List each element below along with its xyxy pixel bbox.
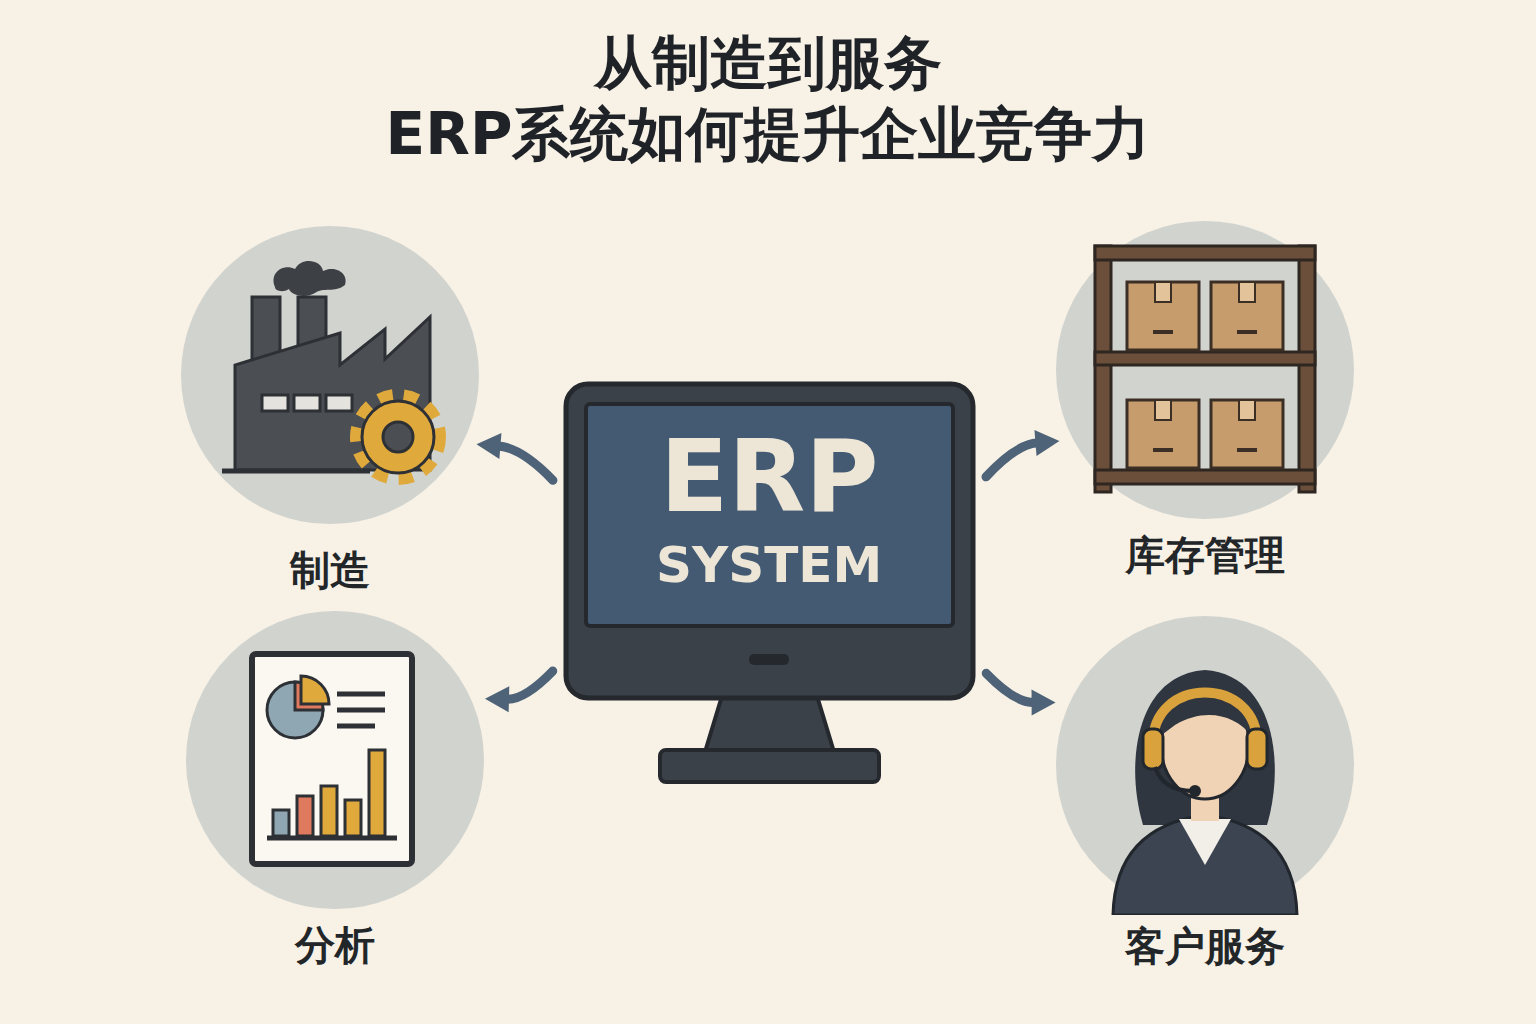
circle-fill xyxy=(181,226,479,524)
icon xyxy=(1113,670,1297,915)
icon xyxy=(222,261,436,475)
circle-label: 库存管理 xyxy=(1125,528,1285,583)
title: 从制造到服务 ERP系统如何提升企业竞争力 xyxy=(218,28,1318,170)
analysis-circle: 分析 xyxy=(185,610,485,910)
arrow-line xyxy=(986,443,1037,477)
arrow-connector xyxy=(476,433,552,480)
icon xyxy=(1095,246,1315,492)
circle-shape xyxy=(180,225,480,525)
circle-fill xyxy=(186,611,484,909)
arrowhead xyxy=(1032,690,1056,716)
icon xyxy=(252,654,412,864)
arrowhead xyxy=(476,433,501,459)
arrow-connector xyxy=(986,430,1059,477)
circle-label: 分析 xyxy=(295,918,375,973)
icon xyxy=(566,384,973,782)
manufacturing-circle: 制造 xyxy=(180,225,480,525)
circle-label: 制造 xyxy=(290,543,370,598)
inventory-circle: 库存管理 xyxy=(1055,220,1355,520)
circle-shape xyxy=(185,610,485,910)
arrow-line xyxy=(986,673,1033,702)
arrow-line xyxy=(498,446,553,480)
circle-fill xyxy=(1056,221,1354,519)
arrowhead xyxy=(1034,430,1059,456)
arrow-connector xyxy=(485,671,553,712)
circle-shape xyxy=(1055,615,1355,915)
circle-label: 客户服务 xyxy=(1125,919,1285,974)
arrowhead xyxy=(485,686,509,712)
screen-text: ERP xyxy=(660,422,879,532)
screen-text: SYSTEM xyxy=(656,538,882,593)
service-circle: 客户服务 xyxy=(1055,615,1355,915)
arrow-connector xyxy=(986,673,1055,715)
circle-shape xyxy=(1055,220,1355,520)
arrow-line xyxy=(507,671,553,699)
circle-fill xyxy=(1056,616,1354,914)
erp-monitor: ERP SYSTEM xyxy=(562,380,977,785)
